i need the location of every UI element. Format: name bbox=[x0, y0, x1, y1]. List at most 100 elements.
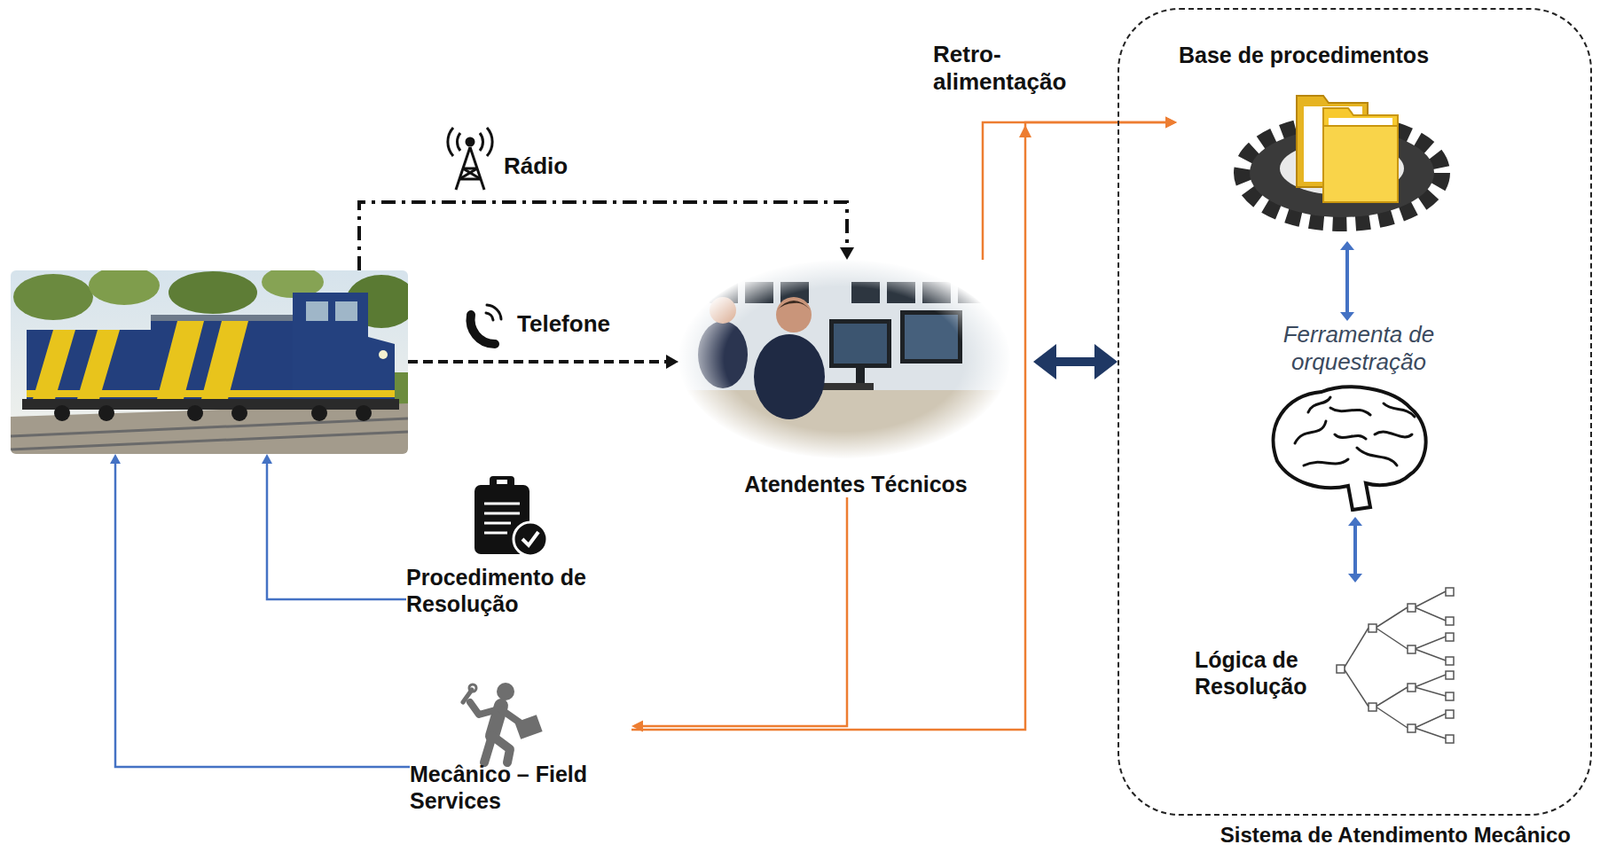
region-title: Sistema de Atendimento Mecânico bbox=[1220, 823, 1571, 849]
node-label: Lógica de Resolução bbox=[1194, 646, 1328, 700]
decision-tree-icon bbox=[1445, 692, 1454, 701]
decision-tree-icon bbox=[1407, 603, 1416, 612]
node-label: Ferramenta de orquestração bbox=[1270, 321, 1448, 377]
connector bbox=[407, 360, 667, 364]
decision-tree-icon bbox=[1414, 713, 1446, 729]
mechanic-icon bbox=[469, 684, 477, 692]
connector bbox=[266, 463, 407, 600]
decision-tree-icon bbox=[1445, 633, 1454, 642]
train-photo bbox=[292, 292, 369, 400]
decision-tree-icon bbox=[1445, 617, 1454, 626]
node-label: Atendentes Técnicos bbox=[678, 470, 1034, 498]
brain-icon bbox=[1273, 386, 1427, 510]
brain-icon bbox=[1383, 403, 1415, 417]
train-photo bbox=[32, 329, 76, 400]
connector bbox=[631, 122, 1166, 730]
decision-tree-icon bbox=[1375, 627, 1408, 650]
clipboard-icon bbox=[484, 512, 520, 516]
connector bbox=[359, 202, 848, 271]
brain-icon bbox=[1308, 397, 1331, 413]
radio-tower-icon bbox=[486, 127, 493, 157]
decision-tree-icon bbox=[1375, 687, 1408, 707]
radio-tower-icon bbox=[447, 127, 454, 157]
train-photo bbox=[187, 405, 204, 422]
radio-tower-icon bbox=[447, 127, 493, 190]
decision-tree-icon bbox=[1445, 671, 1454, 680]
train-photo bbox=[10, 270, 408, 455]
mechanic-icon bbox=[492, 736, 510, 763]
node-label: Mecânico – Field Services bbox=[409, 760, 632, 815]
clipboard-icon bbox=[474, 476, 548, 557]
train-photo bbox=[378, 350, 388, 360]
brain-icon bbox=[1356, 447, 1397, 466]
mechanic-icon bbox=[462, 682, 543, 763]
decision-tree-icon bbox=[1407, 683, 1416, 692]
decision-tree-icon bbox=[1445, 710, 1454, 719]
train-photo bbox=[98, 405, 115, 422]
radio-tower-icon bbox=[456, 133, 461, 151]
mechanic-icon bbox=[470, 702, 499, 715]
decision-tree-icon bbox=[1336, 665, 1345, 674]
clipboard-icon bbox=[484, 502, 520, 506]
clipboard-icon bbox=[484, 522, 511, 526]
control-room-photo bbox=[678, 259, 1011, 460]
decision-tree-icon bbox=[1368, 703, 1377, 712]
decision-tree-icon bbox=[1445, 588, 1454, 597]
train-photo bbox=[150, 321, 302, 400]
decision-tree-icon bbox=[1407, 645, 1416, 654]
orchestration-node: Ferramenta de orquestração bbox=[1252, 321, 1466, 518]
resolution-logic-node: Lógica de Resolução bbox=[1194, 582, 1466, 747]
train-photo bbox=[77, 329, 120, 400]
decision-tree-icon bbox=[1414, 607, 1446, 621]
decision-tree-icon bbox=[1343, 627, 1369, 669]
decision-tree-icon bbox=[1336, 588, 1454, 744]
train-photo bbox=[26, 329, 156, 400]
decision-tree-icon bbox=[1414, 687, 1446, 697]
decision-tree-icon bbox=[1414, 649, 1446, 661]
radio-tower-icon bbox=[479, 133, 484, 151]
train-photo bbox=[311, 405, 328, 422]
train-photo bbox=[88, 270, 160, 306]
connector bbox=[982, 122, 1166, 260]
phone-icon bbox=[470, 305, 502, 345]
train-photo bbox=[231, 405, 248, 422]
train-photo bbox=[26, 390, 395, 398]
phone-icon bbox=[486, 313, 494, 321]
train-photo bbox=[54, 405, 71, 422]
control-room-photo bbox=[677, 258, 1012, 462]
decision-tree-icon bbox=[1445, 657, 1454, 666]
folder-gear-icon bbox=[1242, 95, 1442, 223]
train-photo bbox=[156, 321, 204, 400]
system-region: Sistema de Atendimento MecânicoBase de p… bbox=[1117, 7, 1593, 816]
attendants-node: Atendentes Técnicos bbox=[678, 259, 1034, 498]
mechanic-icon bbox=[501, 710, 520, 723]
train-photo bbox=[10, 431, 408, 450]
decision-tree-icon bbox=[1375, 607, 1408, 628]
brain-icon bbox=[1330, 407, 1371, 416]
train-photo bbox=[201, 321, 249, 400]
radio-tower-icon bbox=[462, 168, 481, 180]
train-photo bbox=[368, 337, 395, 400]
mechanic-icon bbox=[514, 714, 542, 740]
brain-icon bbox=[1374, 431, 1412, 438]
train-photo bbox=[13, 274, 94, 321]
brain-icon bbox=[1273, 386, 1427, 510]
folder-gear-icon bbox=[1323, 108, 1398, 203]
decision-tree-icon bbox=[1407, 724, 1416, 733]
procedure-node: Procedimento de Resolução bbox=[406, 470, 620, 618]
train-photo bbox=[10, 403, 408, 455]
control-room-photo bbox=[678, 259, 1011, 462]
phone-icon bbox=[486, 305, 502, 320]
decision-tree-icon bbox=[1414, 674, 1446, 688]
connector bbox=[1345, 250, 1350, 313]
mechanic-icon bbox=[496, 682, 515, 701]
train-photo bbox=[22, 399, 400, 410]
train-photo bbox=[355, 405, 372, 422]
decision-tree-icon bbox=[1445, 735, 1454, 744]
connector bbox=[643, 497, 848, 727]
train-photo bbox=[305, 301, 329, 322]
decision-tree-icon bbox=[1414, 591, 1446, 608]
node-label: Procedimento de Resolução bbox=[406, 564, 620, 618]
